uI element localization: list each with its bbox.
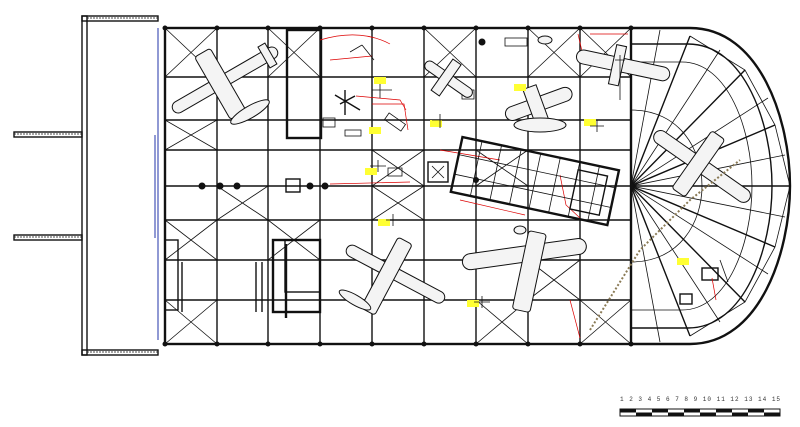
aircraft-lower-left	[345, 237, 446, 315]
aircraft-upper-center	[424, 58, 473, 98]
scale-bar	[619, 408, 781, 417]
central-display-structure	[427, 135, 621, 227]
aircraft-bow-upper	[575, 44, 671, 87]
yellow-tags	[365, 77, 689, 308]
red-annotations	[319, 33, 717, 339]
interior-walls	[164, 28, 719, 318]
aircraft-center-right	[504, 84, 573, 126]
perimeter-markers	[162, 25, 634, 347]
curved-bow-section	[579, 26, 792, 346]
bow-lattice-track	[589, 159, 741, 331]
aircraft-upper-left	[171, 42, 279, 119]
aircraft-lower-center	[461, 230, 587, 313]
scale-bar-ticks: 1 2 3 4 5 6 7 8 9 10 11 12 13 14 15	[620, 396, 782, 403]
fixtures	[322, 44, 729, 283]
aircraft-bow-right	[653, 129, 751, 203]
aircraft-exhibits	[171, 35, 751, 315]
boundary-line	[154, 28, 159, 340]
pier-structure	[13, 15, 159, 356]
